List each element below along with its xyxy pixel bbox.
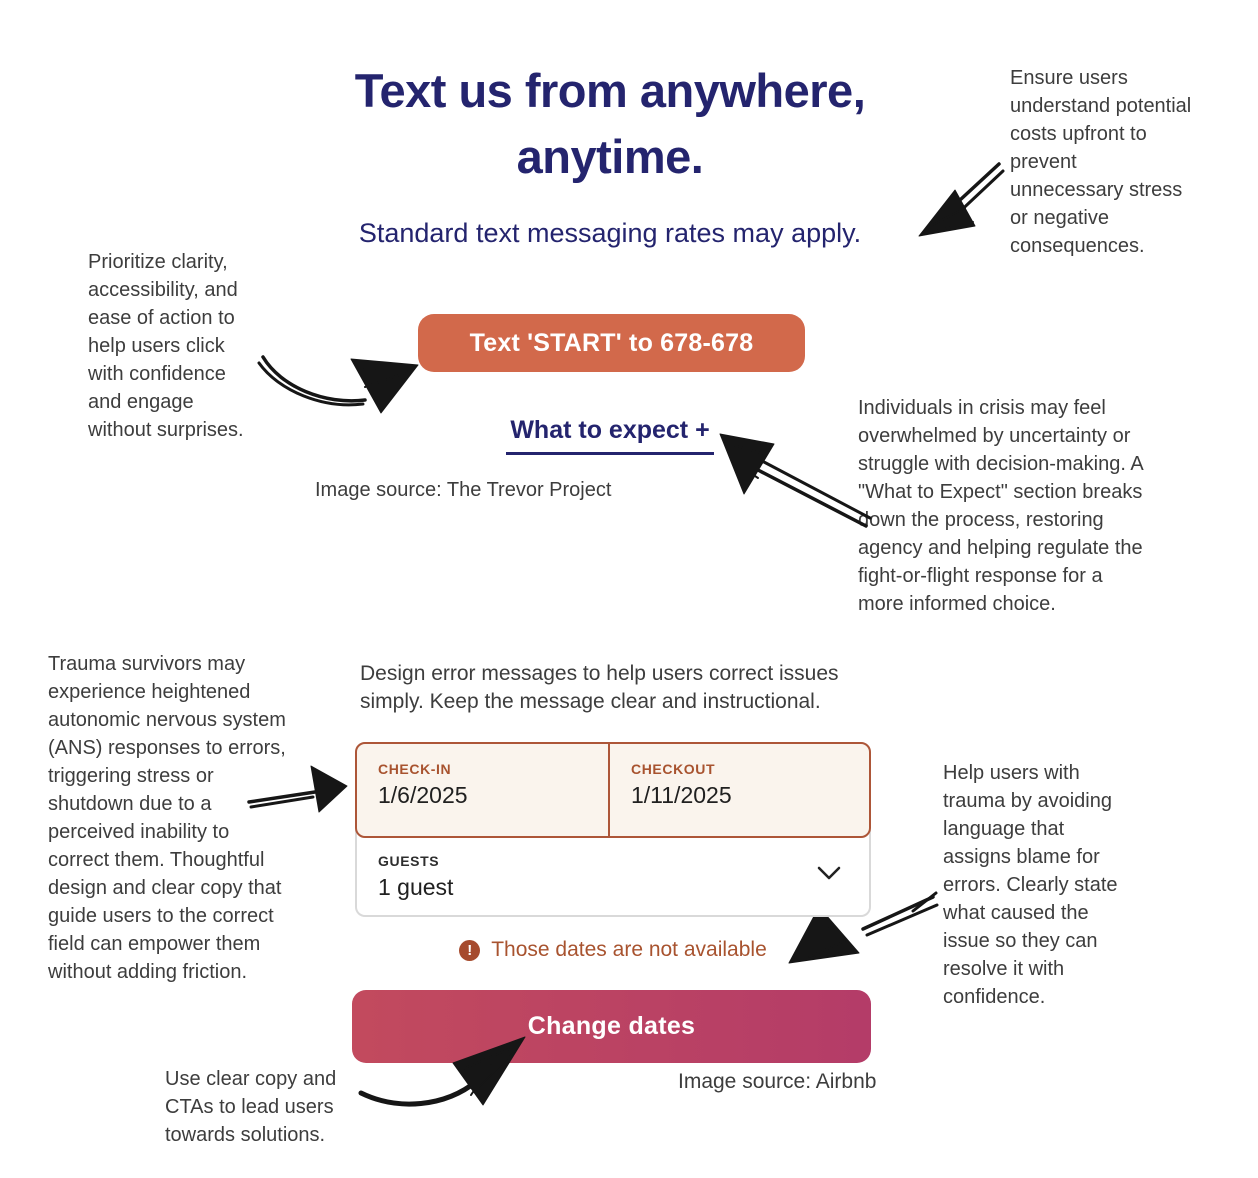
airbnb-image-source: Image source: Airbnb [678, 1070, 877, 1093]
annotation-clarity: Prioritize clarity, accessibility, and e… [88, 251, 244, 441]
error-message: Those dates are not available [491, 938, 767, 961]
trevor-image-source: Image source: The Trevor Project [315, 479, 612, 501]
guests-value: 1 guest [378, 874, 454, 900]
checkout-label: CHECKOUT [631, 761, 716, 777]
checkin-value: 1/6/2025 [378, 782, 468, 808]
guests-field[interactable]: GUESTS 1 guest [355, 830, 871, 917]
annotation-error-intro: Design error messages to help users corr… [360, 662, 839, 713]
annotation-costs: Ensure users understand potential costs … [1010, 67, 1192, 257]
annotation-expect: Individuals in crisis may feel overwhelm… [858, 397, 1143, 615]
what-to-expect-link[interactable]: What to expect + [506, 416, 714, 455]
guests-label: GUESTS [378, 853, 440, 869]
checkout-field[interactable]: CHECKOUT 1/11/2025 [610, 744, 869, 836]
airbnb-booking-widget: CHECK-IN 1/6/2025 CHECKOUT 1/11/2025 GUE… [355, 742, 871, 917]
error-icon: ! [459, 939, 481, 961]
title-line-2: anytime. [516, 130, 704, 183]
title-line-1: Text us from anywhere, [354, 64, 866, 117]
expect-link-wrap: What to expect + [250, 416, 970, 455]
page-title: Text us from anywhere, anytime. [250, 58, 970, 190]
annotation-cta: Use clear copy and CTAs to lead users to… [165, 1068, 337, 1146]
error-message-row: ! Those dates are not available [355, 936, 871, 964]
date-fields: CHECK-IN 1/6/2025 CHECKOUT 1/11/2025 [355, 742, 871, 838]
checkin-label: CHECK-IN [378, 761, 452, 777]
chevron-down-icon[interactable] [817, 866, 841, 886]
arrow-to-cta-icon [257, 355, 419, 414]
annotation-blame: Help users with trauma by avoiding langu… [943, 762, 1118, 1008]
rates-subtitle: Standard text messaging rates may apply. [358, 218, 862, 248]
checkout-value: 1/11/2025 [631, 782, 732, 808]
change-dates-button[interactable]: Change dates [352, 990, 871, 1063]
annotation-trauma: Trauma survivors may experience heighten… [48, 653, 286, 983]
checkin-field[interactable]: CHECK-IN 1/6/2025 [357, 744, 610, 836]
text-start-button[interactable]: Text 'START' to 678-678 [418, 314, 805, 372]
